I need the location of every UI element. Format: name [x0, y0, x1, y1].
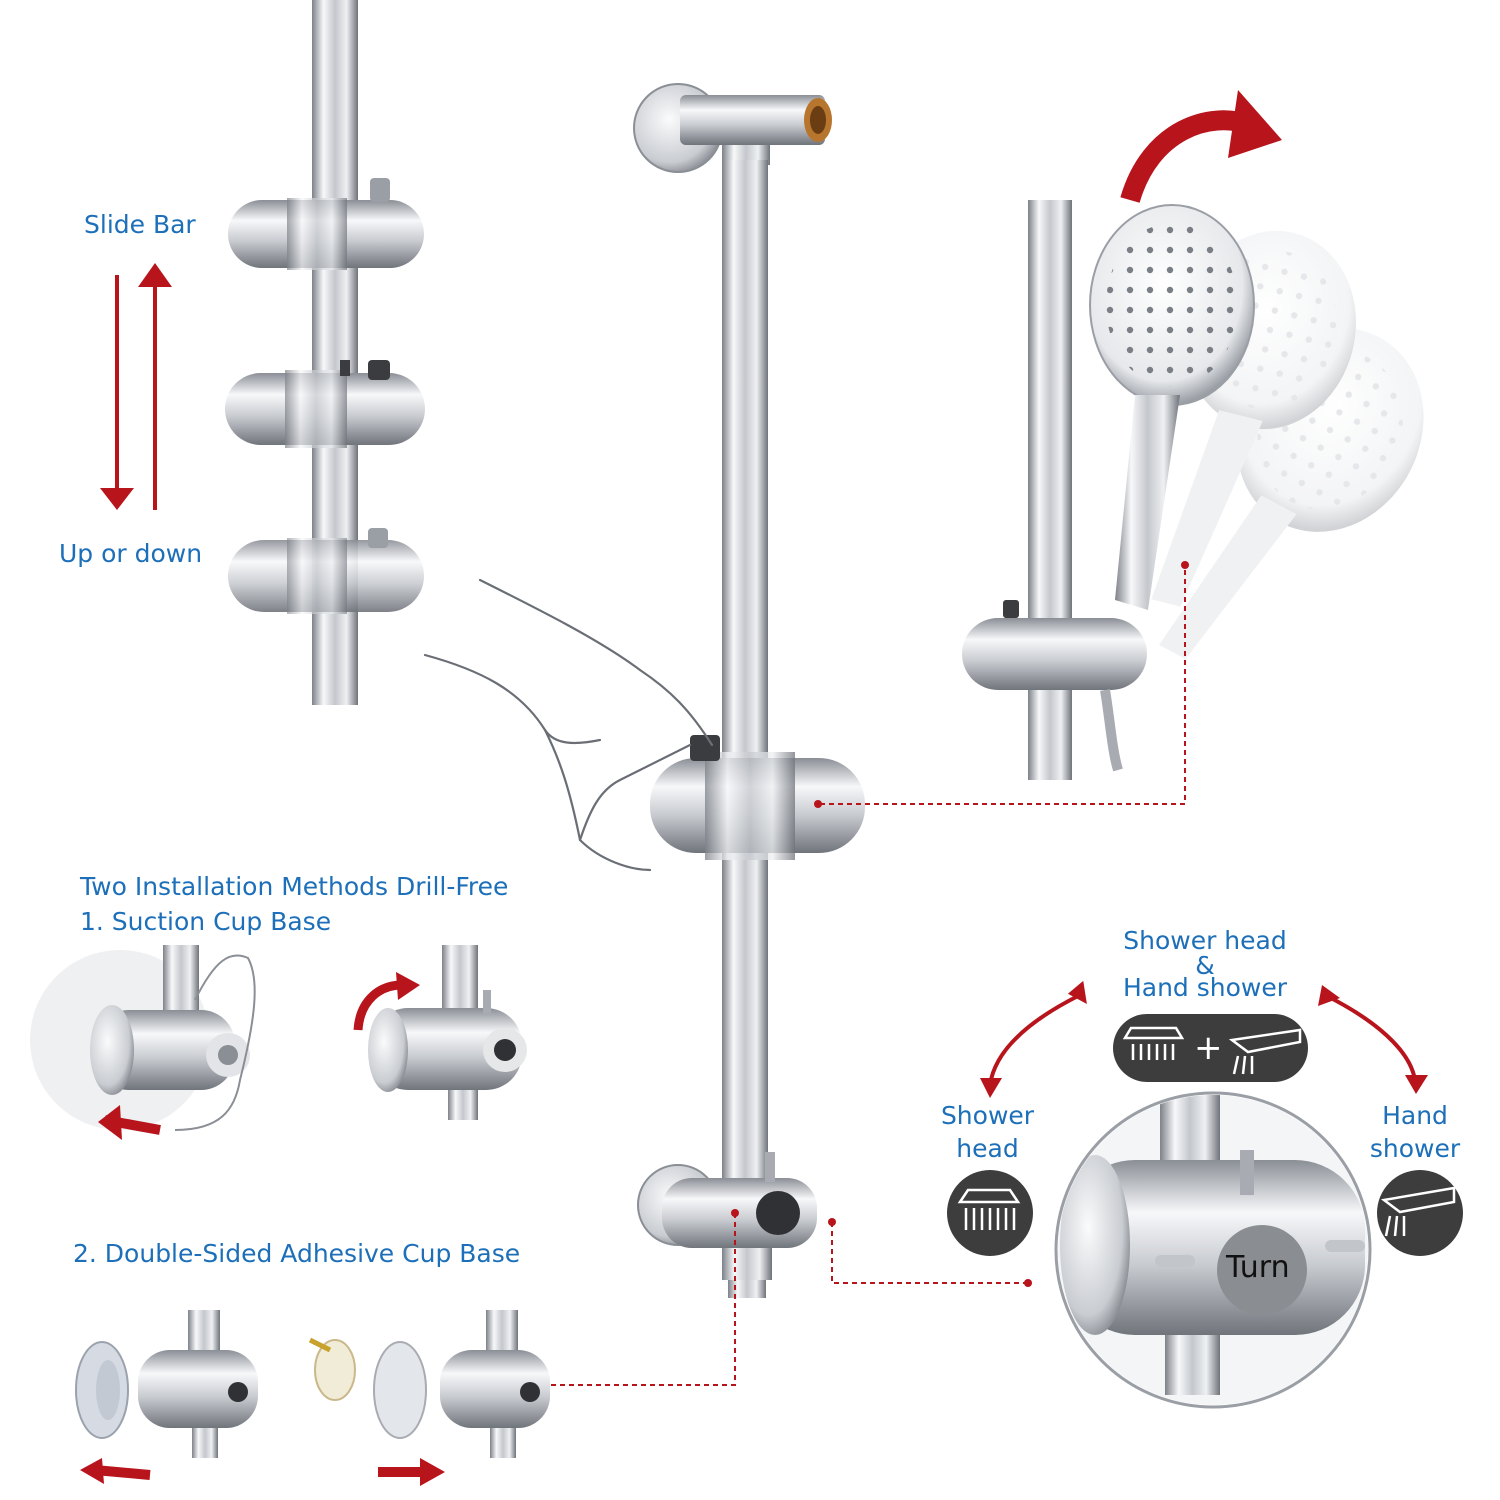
- combined-mode-badge: [1113, 1014, 1308, 1082]
- hand-shower-icon: [1380, 1186, 1456, 1237]
- hand-shower-icon: [1228, 1028, 1302, 1075]
- install-title: Two Installation Methods Drill-Free: [80, 872, 509, 901]
- slide-bar-label: Slide Bar: [84, 210, 196, 239]
- slide-bar-detail: [100, 0, 425, 705]
- main-rail: [633, 83, 865, 1298]
- up-down-arrows: [100, 263, 172, 510]
- both-mode-label-amp: &: [1195, 951, 1215, 980]
- diverter-detail: [947, 980, 1463, 1409]
- hand-shower-label-2: shower: [1369, 1134, 1461, 1163]
- up-or-down-label: Up or down: [59, 539, 203, 568]
- dotted-connector-slider: [820, 561, 1189, 805]
- adhesive-method: [75, 1310, 550, 1486]
- hand-shower-tilt: [962, 90, 1424, 780]
- both-mode-label-bottom: Hand shower: [1122, 973, 1288, 1002]
- shower-head-icon: [957, 1188, 1021, 1230]
- shower-head-icon: [1122, 1026, 1185, 1060]
- turn-label: Turn: [1226, 1250, 1290, 1285]
- both-mode-label-top: Shower head: [1123, 926, 1287, 955]
- shower-head-label-1: Shower: [940, 1101, 1035, 1130]
- hand-outline: [423, 578, 714, 872]
- hand-shower-mode-badge: [1377, 1170, 1463, 1256]
- method-2-label: 2. Double-Sided Adhesive Cup Base: [73, 1239, 521, 1268]
- suction-cup-method: [30, 945, 527, 1140]
- shower-head-label-2: head: [956, 1134, 1019, 1163]
- plus-sign: +: [1194, 1028, 1223, 1068]
- hand-shower-label-1: Hand: [1382, 1101, 1448, 1130]
- method-1-label: 1. Suction Cup Base: [80, 907, 332, 936]
